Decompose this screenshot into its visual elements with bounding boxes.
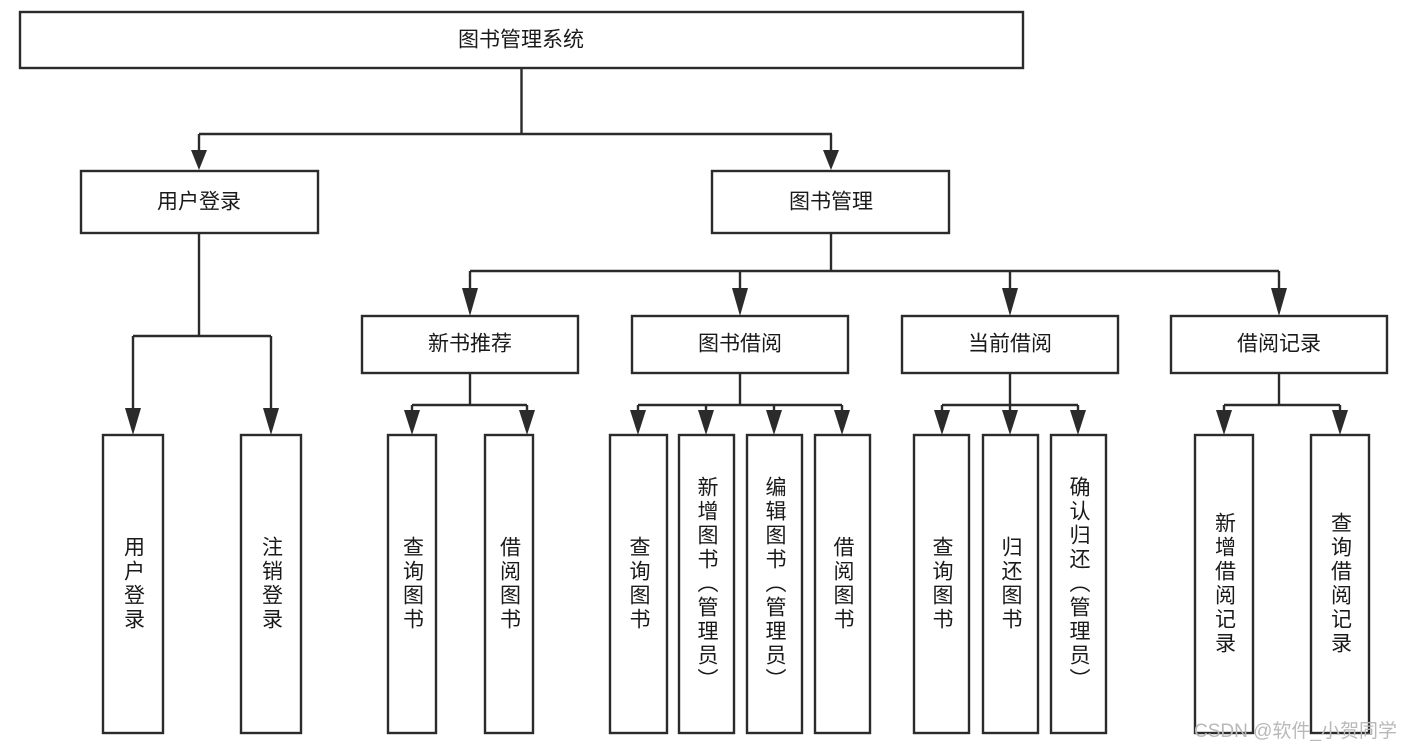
leaf-add-book-box[interactable] (677, 433, 736, 735)
arrow-head-current-borrow (1002, 288, 1018, 316)
node-new-book-recommend-box[interactable] (360, 314, 580, 375)
arrow-head-leaf-borrow-book-1 (519, 410, 535, 435)
connectors-book-manage-to-level3 (462, 233, 1287, 316)
arrow-head-leaf-confirm-return (1070, 410, 1086, 435)
node-book-manage[interactable]: 图书管理 (710, 169, 951, 235)
node-book-borrow-label: 图书借阅 (698, 333, 782, 356)
node-new-book-recommend-label: 新书推荐 (428, 333, 512, 356)
node-root[interactable]: 图书管理系统 (18, 10, 1025, 70)
arrow-head-leaf-return-book (1002, 410, 1018, 435)
connectors-current-borrow-to-leaves (934, 373, 1086, 435)
arrow-head-book-borrow (732, 288, 748, 316)
leaf-query-book-2-box[interactable] (608, 433, 669, 735)
leaf-add-record-box[interactable] (1193, 433, 1255, 735)
leaf-borrow-book-2-box[interactable] (813, 433, 872, 735)
arrow-head-leaf-add-book (698, 410, 714, 435)
node-user-login-box[interactable] (79, 169, 320, 235)
node-book-manage-box[interactable] (710, 169, 951, 235)
arrow-head-book-manage (823, 150, 839, 170)
leaf-return-book-box[interactable] (981, 433, 1040, 735)
leaf-query-book-3-box[interactable] (912, 433, 971, 735)
csdn-watermark: CSDN @软件_小贺同学 (1194, 721, 1397, 742)
arrow-head-leaf-query-book-1 (404, 410, 420, 435)
leaf-query-record-box[interactable] (1309, 433, 1371, 735)
node-borrow-record[interactable]: 借阅记录 (1169, 314, 1389, 375)
leaf-query-book-1-box[interactable] (386, 433, 438, 735)
arrow-head-leaf-edit-book (766, 410, 782, 435)
leaf-edit-book-box[interactable] (745, 433, 804, 735)
arrow-head-leaf-user-logout (263, 408, 279, 435)
connectors-user-login-to-leaves (125, 233, 279, 435)
node-book-borrow[interactable]: 图书借阅 (630, 314, 850, 375)
node-book-manage-label: 图书管理 (789, 191, 873, 214)
node-root-box[interactable] (18, 10, 1025, 70)
node-current-borrow[interactable]: 当前借阅 (900, 314, 1120, 375)
node-book-borrow-box[interactable] (630, 314, 850, 375)
arrow-head-leaf-query-record (1332, 410, 1348, 435)
node-root-label: 图书管理系统 (458, 29, 584, 52)
node-user-login-label: 用户登录 (157, 191, 241, 214)
arrow-head-borrow-record (1271, 288, 1287, 316)
leaf-user-login-box[interactable] (101, 433, 165, 735)
leaf-confirm-return-box[interactable] (1049, 433, 1108, 735)
connectors-borrow-record-to-leaves (1216, 373, 1348, 435)
arrow-head-leaf-add-record (1216, 410, 1232, 435)
arrow-head-leaf-user-login (125, 408, 141, 435)
node-borrow-record-box[interactable] (1169, 314, 1389, 375)
connectors-root-to-level2 (191, 68, 839, 170)
arrow-head-leaf-query-book-2 (630, 410, 646, 435)
node-borrow-record-label: 借阅记录 (1237, 333, 1321, 356)
leaf-borrow-book-1-box[interactable] (483, 433, 535, 735)
node-user-login[interactable]: 用户登录 (79, 169, 320, 235)
connectors-new-book-to-leaves (404, 373, 535, 435)
leaf-boxes (101, 433, 1371, 735)
leaf-user-logout-box[interactable] (239, 433, 303, 735)
node-current-borrow-box[interactable] (900, 314, 1120, 375)
node-new-book-recommend[interactable]: 新书推荐 (360, 314, 580, 375)
arrow-head-user-login (191, 150, 207, 170)
arrow-head-leaf-query-book-3 (934, 410, 950, 435)
node-current-borrow-label: 当前借阅 (968, 333, 1052, 356)
connectors-book-borrow-to-leaves (630, 373, 850, 435)
arrow-head-new-book-recommend (462, 288, 478, 316)
arrow-head-leaf-borrow-book-2 (834, 410, 850, 435)
